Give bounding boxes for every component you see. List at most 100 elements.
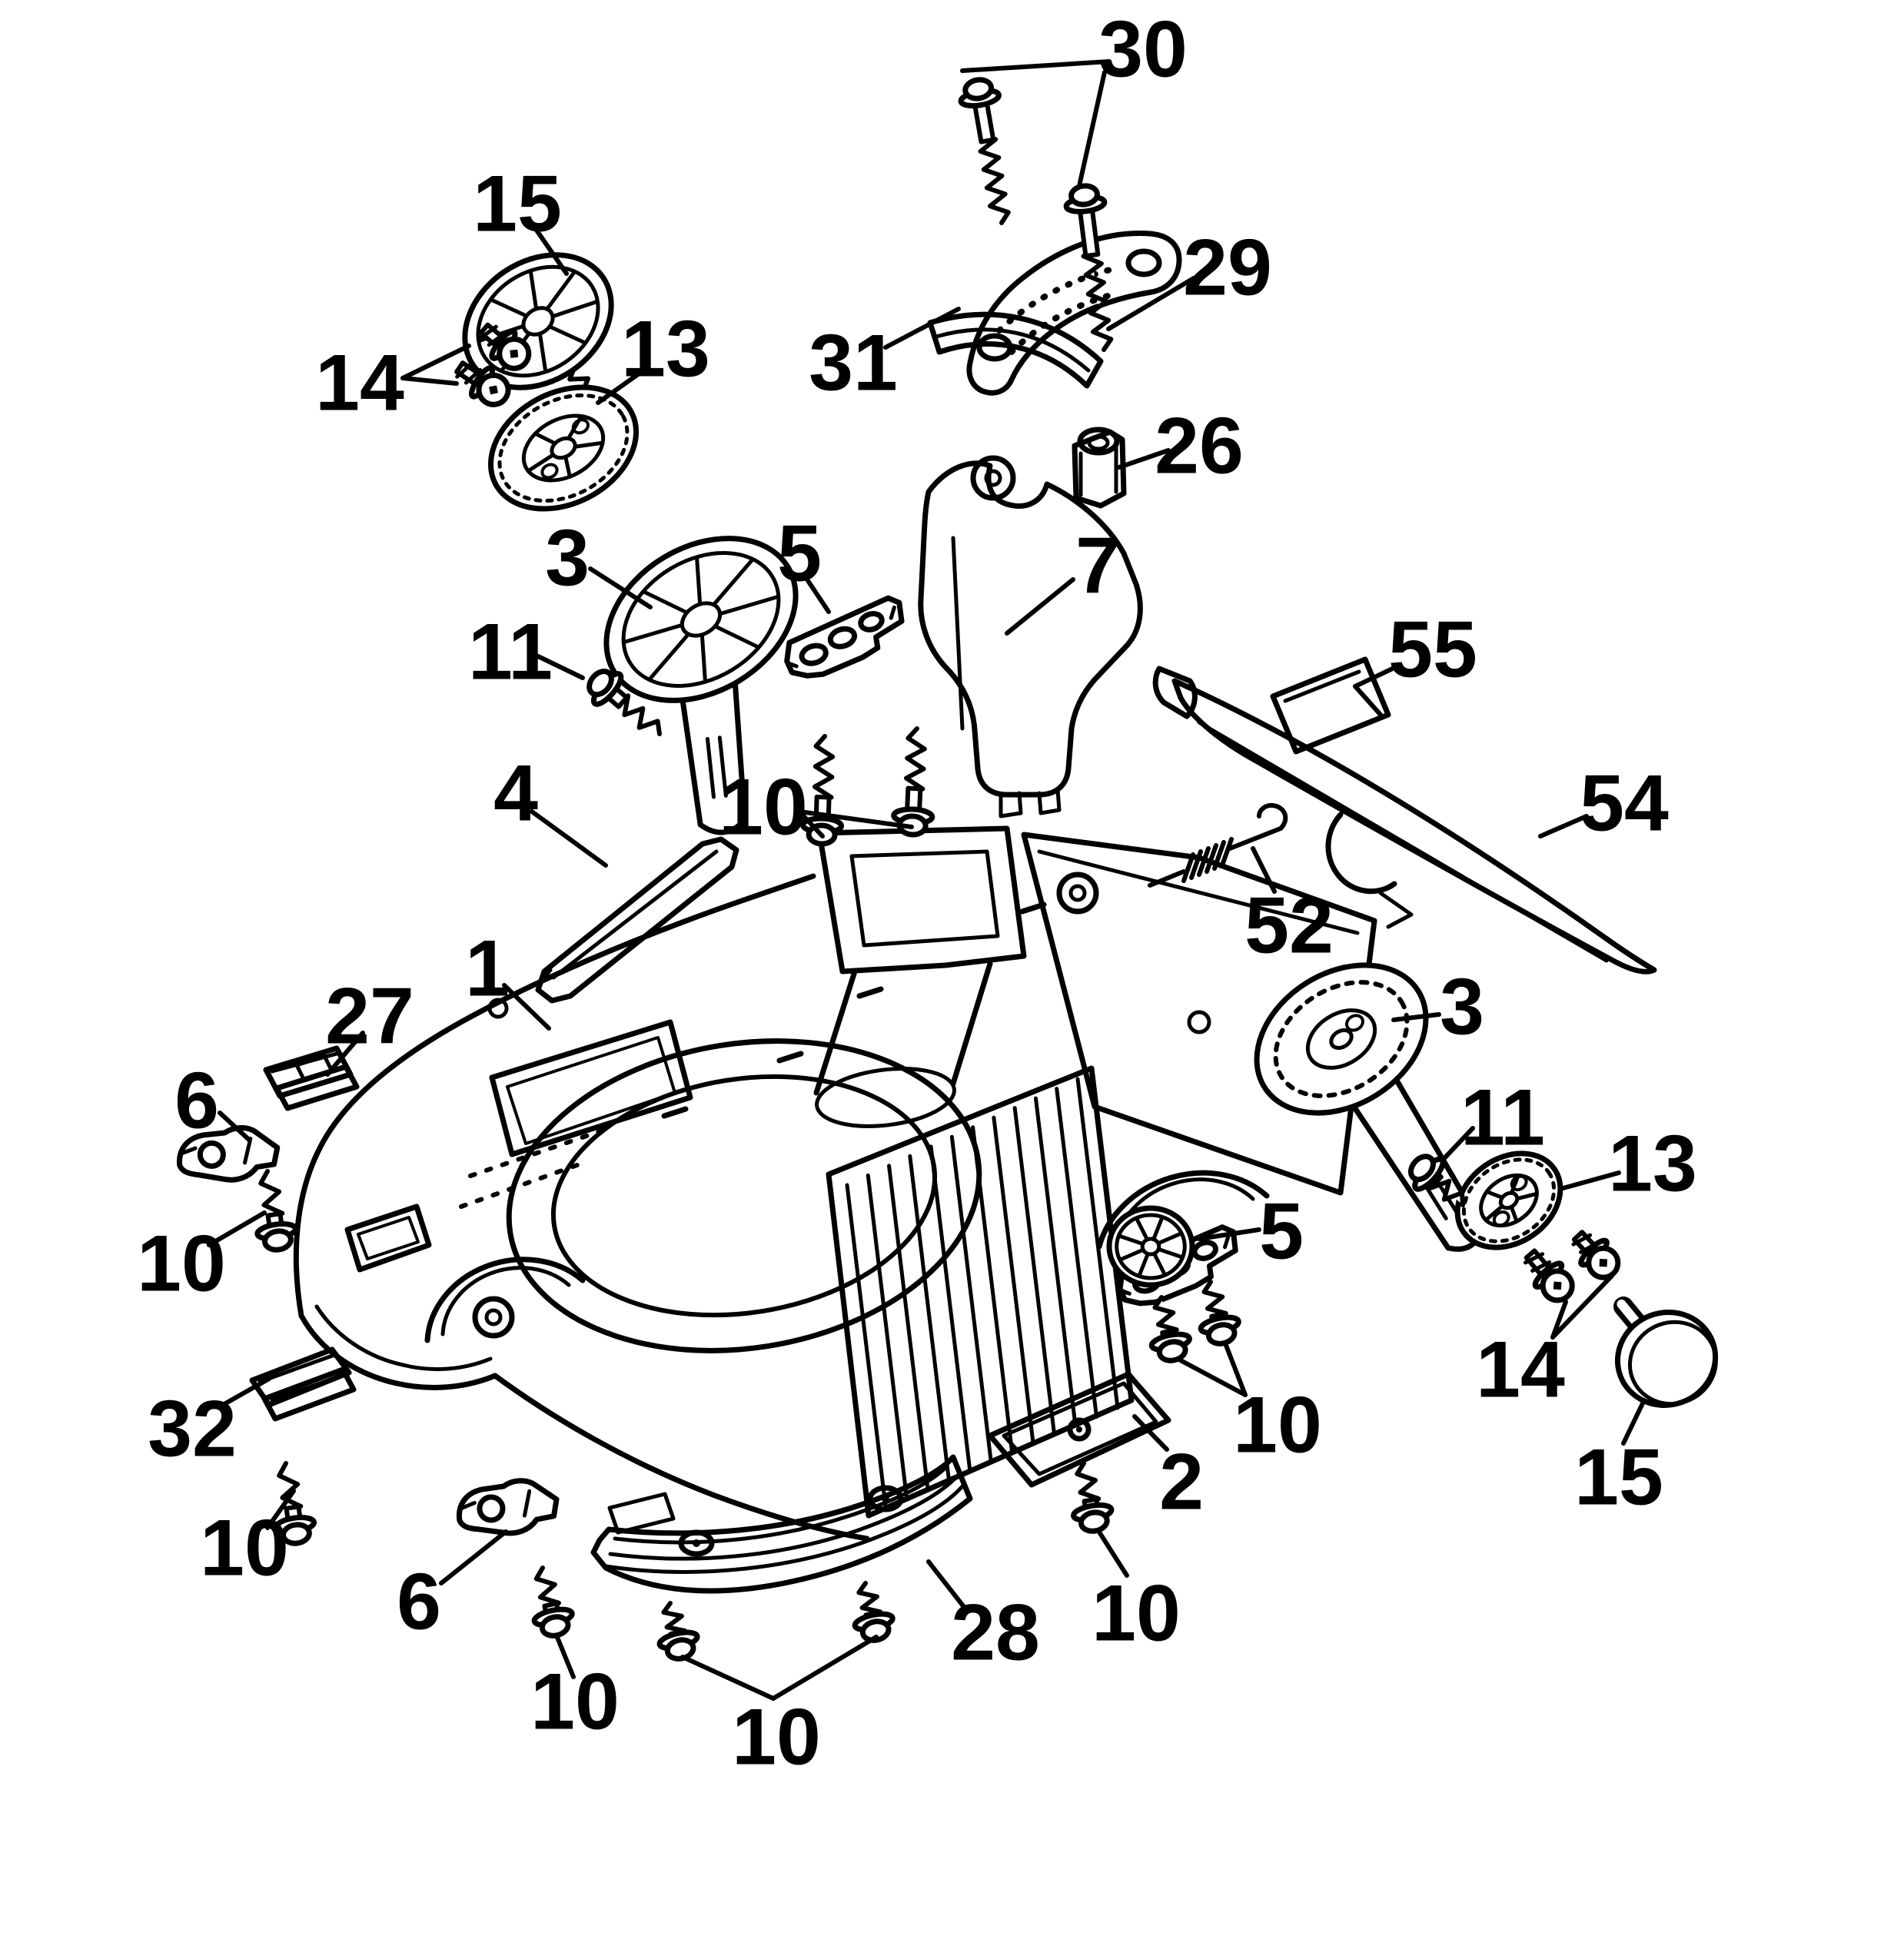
door-rib — [929, 1144, 972, 1473]
callout-10: 10 — [137, 1210, 267, 1308]
callout-52: 52 — [1244, 846, 1334, 970]
part-number-label: 14 — [315, 338, 404, 427]
callout-32: 32 — [148, 1376, 271, 1473]
ribbed-door-ribs — [845, 1077, 1120, 1509]
callout-14: 14 — [315, 338, 471, 427]
leader-line — [1251, 846, 1277, 894]
leader-line — [596, 367, 648, 405]
leader-line — [554, 1633, 576, 1679]
screws-layer — [254, 77, 1621, 1662]
part-number-label: 10 — [137, 1219, 226, 1308]
callout-31: 31 — [809, 307, 961, 407]
leader-line — [502, 983, 551, 1031]
callout-55: 55 — [1353, 605, 1477, 717]
part-number-label: 30 — [1098, 5, 1188, 94]
callout-15: 15 — [473, 159, 569, 276]
door-rib — [949, 1134, 993, 1464]
part-number-label: 15 — [1574, 1433, 1663, 1522]
part-1-deck-housing — [293, 825, 1377, 1542]
part-number-label: 13 — [1608, 1119, 1697, 1208]
callout-54: 54 — [1538, 759, 1669, 848]
callout-29: 29 — [1106, 223, 1272, 331]
callout-26: 26 — [1117, 401, 1244, 490]
door-rib — [1075, 1077, 1120, 1410]
part-28-skid-plate — [590, 1454, 973, 1594]
cover-15r — [1613, 1297, 1719, 1408]
part-5-axle-bracket-left — [778, 596, 912, 683]
door-rib — [866, 1173, 909, 1499]
screw — [1407, 1154, 1465, 1207]
leader-line — [1550, 1300, 1568, 1340]
wheels-layer — [462, 252, 1719, 1408]
callout-11: 11 — [468, 607, 585, 696]
callout-3: 3 — [1391, 962, 1484, 1051]
part-number-label: 26 — [1155, 401, 1244, 490]
part-4-trim-strip — [535, 836, 739, 1004]
screw — [254, 1169, 298, 1253]
leader-line — [207, 1210, 267, 1247]
door-rib — [887, 1164, 930, 1491]
part-number-label: 11 — [1460, 1073, 1545, 1162]
callout-7: 7 — [1005, 521, 1120, 636]
part-29-handle-grip — [966, 231, 1182, 396]
leader-line — [802, 573, 831, 614]
screw — [1071, 1461, 1115, 1534]
callout-6: 6 — [397, 1529, 508, 1646]
part-number-label: 13 — [621, 304, 710, 393]
door-rib — [1033, 1096, 1078, 1428]
part-32-front-skid-strip — [249, 1346, 357, 1422]
gear-13r — [1454, 1150, 1563, 1250]
part-number-label: 5 — [1259, 1187, 1304, 1276]
part-number-label: 31 — [809, 318, 898, 407]
callout-30: 30 — [960, 5, 1188, 188]
callout-13: 13 — [1558, 1119, 1697, 1208]
part-number-label: 55 — [1388, 605, 1477, 694]
part-number-label: 28 — [951, 1588, 1040, 1677]
leader-line — [588, 566, 653, 609]
part-55-decal — [1270, 656, 1391, 755]
leader-line — [218, 1111, 251, 1142]
callout-10: 10 — [530, 1633, 620, 1746]
callout-27: 27 — [325, 971, 414, 1077]
door-rib — [1055, 1087, 1099, 1419]
leader-line — [530, 809, 608, 868]
leader-line — [1558, 1170, 1621, 1191]
part-52-door-spring — [1148, 802, 1288, 888]
part-number-label: 5 — [777, 509, 822, 598]
screw — [586, 669, 662, 736]
part-number-label: 4 — [493, 749, 538, 838]
part-2-rear-flap — [987, 1371, 1171, 1488]
callout-13: 13 — [596, 304, 710, 405]
screw — [1063, 183, 1114, 352]
bolt-14 — [1524, 1248, 1575, 1303]
callout-3: 3 — [545, 513, 653, 609]
callout-6: 6 — [174, 1056, 251, 1145]
leader-line — [1106, 276, 1196, 331]
deck-roller — [1106, 1205, 1195, 1288]
part-6-latch-bracket-right — [458, 1476, 557, 1536]
screw — [1198, 1280, 1241, 1346]
screw — [531, 1565, 575, 1639]
callout-11: 11 — [1443, 1073, 1545, 1162]
callout-5: 5 — [777, 509, 831, 614]
part-number-label: 10 — [1092, 1569, 1181, 1658]
wheel-3 — [603, 536, 799, 835]
screw — [891, 726, 935, 838]
leader-line — [926, 1559, 969, 1613]
leader-line — [325, 1031, 365, 1077]
leader-line — [1132, 1414, 1169, 1452]
leader-line — [1077, 70, 1107, 188]
part-number-label: 7 — [1075, 521, 1120, 610]
part-number-label: 10 — [719, 762, 808, 852]
leader-line — [1005, 577, 1075, 636]
leader-line — [536, 654, 585, 680]
callout-28: 28 — [926, 1559, 1040, 1677]
callout-10: 10 — [680, 1635, 879, 1781]
leader-line — [533, 227, 569, 276]
callout-15: 15 — [1574, 1401, 1663, 1522]
callout-4: 4 — [493, 749, 608, 868]
leader-line — [680, 1655, 776, 1701]
leader-line — [1443, 1126, 1475, 1160]
leader-line — [221, 1376, 271, 1407]
